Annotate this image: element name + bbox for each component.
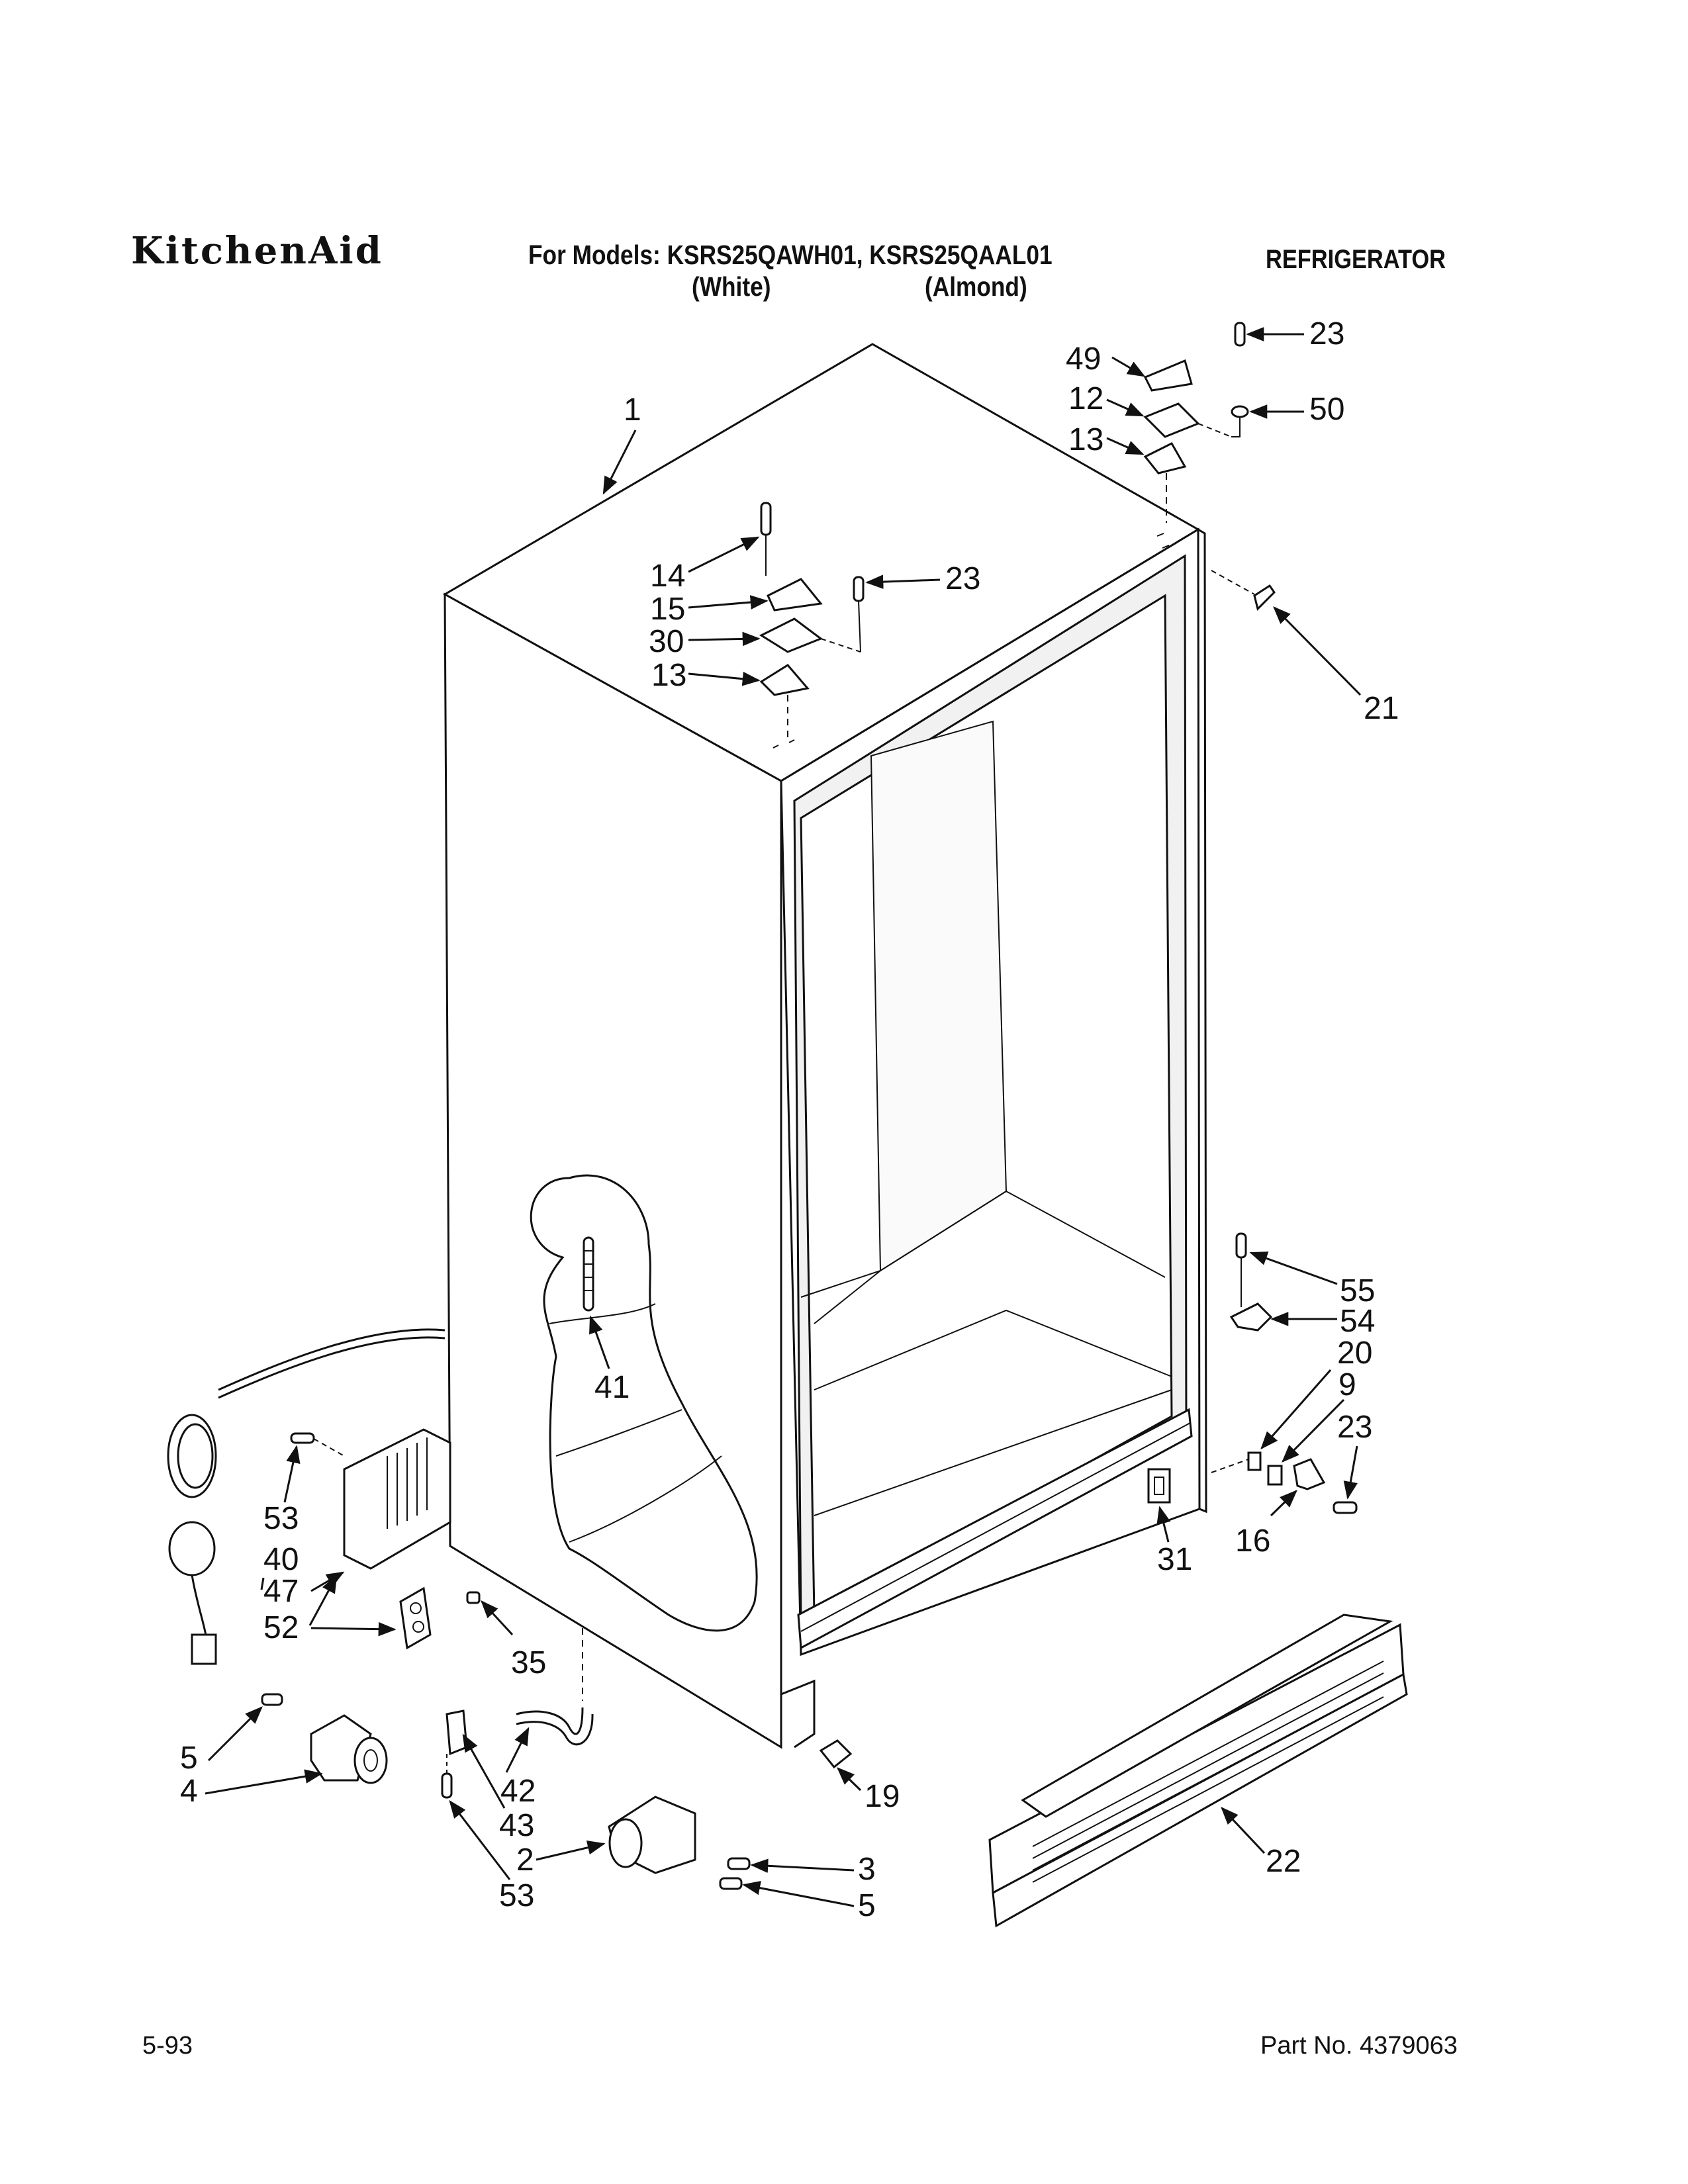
insulation-cutaway — [530, 1174, 758, 1632]
callout-52: 52 — [263, 1610, 299, 1645]
upper-left-hinge-group — [759, 502, 865, 741]
callout-22: 22 — [1266, 1844, 1301, 1879]
callout-14: 14 — [650, 559, 685, 594]
callout-30: 30 — [649, 624, 684, 659]
callout-5-bottom: 5 — [858, 1888, 876, 1923]
callout-5-left: 5 — [180, 1741, 198, 1776]
callout-49: 49 — [1066, 341, 1101, 377]
callout-4: 4 — [180, 1774, 198, 1809]
model-color-white: (White) — [692, 271, 771, 302]
callout-12: 12 — [1068, 381, 1103, 416]
callout-40: 40 — [263, 1542, 299, 1577]
callout-50: 50 — [1309, 392, 1344, 427]
callout-3: 3 — [858, 1852, 876, 1887]
upper-right-hinge-group — [1143, 322, 1249, 523]
part-number: Part No. 4379063 — [1260, 2032, 1458, 2060]
callout-15: 15 — [650, 592, 685, 627]
power-cord-and-control-box — [167, 1328, 481, 1665]
callout-35: 35 — [511, 1645, 546, 1680]
brand-logo: KitchenAid — [131, 229, 383, 273]
clip-part-21 — [1211, 570, 1276, 611]
models-line: For Models: KSRS25QAWH01, KSRS25QAAL01 — [528, 240, 1053, 270]
callout-41: 41 — [594, 1370, 630, 1405]
callout-16: 16 — [1235, 1524, 1270, 1559]
callout-9: 9 — [1338, 1367, 1356, 1402]
callout-23-upper-right: 23 — [1309, 316, 1344, 351]
revision-date: 5-93 — [142, 2032, 193, 2060]
callout-53-bottom: 53 — [499, 1878, 534, 1913]
callout-1: 1 — [624, 392, 641, 428]
callout-53-left: 53 — [263, 1501, 299, 1536]
callout-20: 20 — [1337, 1336, 1372, 1371]
callout-labels: 1 49 12 13 23 50 14 15 30 13 23 21 55 54… — [180, 316, 1399, 1923]
callout-19: 19 — [865, 1779, 900, 1814]
callout-2: 2 — [516, 1843, 534, 1878]
callout-55: 55 — [1340, 1273, 1375, 1308]
lower-right-bracket-group — [1147, 1232, 1358, 1514]
callout-43: 43 — [499, 1808, 534, 1843]
leader-lines — [205, 327, 1362, 1907]
cabinet-shell — [442, 343, 1207, 1749]
product-title: REFRIGERATOR — [1266, 245, 1446, 274]
callout-31: 31 — [1157, 1542, 1192, 1577]
callout-23-upper-left: 23 — [945, 561, 980, 596]
callout-42: 42 — [500, 1774, 536, 1809]
model-color-almond: (Almond) — [925, 271, 1027, 302]
callout-54: 54 — [1340, 1304, 1375, 1339]
callout-23-lower-right: 23 — [1337, 1410, 1372, 1445]
callout-21: 21 — [1364, 691, 1399, 726]
callout-13-upper-left: 13 — [651, 658, 686, 693]
bottom-parts-group — [261, 1614, 1408, 1928]
callout-47: 47 — [263, 1574, 299, 1609]
callout-13-upper-right: 13 — [1068, 422, 1103, 457]
